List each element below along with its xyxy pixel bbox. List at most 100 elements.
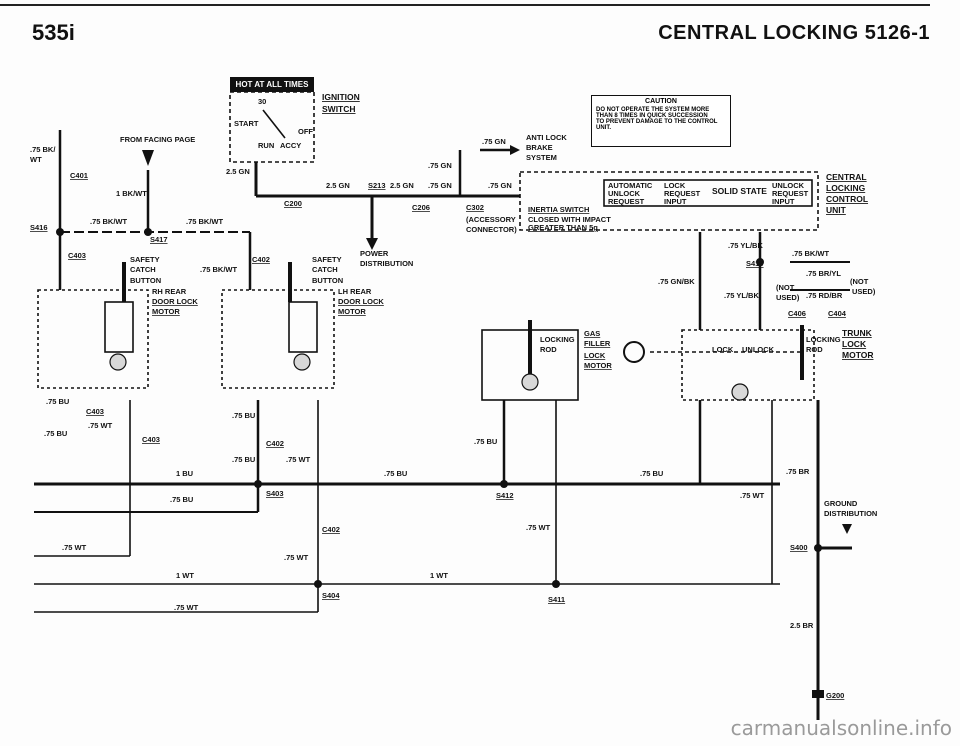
caution-line: UNIT. — [596, 125, 611, 131]
gas-motor-icon — [521, 373, 539, 391]
cu-label: REQUEST — [772, 189, 809, 198]
connector-label: C401 — [70, 171, 88, 180]
ground-g200-label: G200 — [826, 691, 844, 700]
wire-label: .75 BU — [232, 455, 255, 464]
wire-label: .75 GN — [488, 181, 512, 190]
antilock-label: ANTI LOCK — [526, 133, 567, 142]
connector-label: C403 — [86, 407, 104, 416]
cu-label: REQUEST — [608, 197, 645, 206]
splice-label: S400 — [790, 543, 808, 552]
cu-title: UNIT — [826, 205, 847, 215]
connector-label: C402 — [252, 255, 270, 264]
wire-label: .75 WT — [88, 421, 113, 430]
wire-label: .75 BK/ — [30, 145, 56, 154]
hot-at-all-times-badge: HOT AT ALL TIMES — [230, 77, 314, 92]
motor-label: MOTOR — [152, 307, 180, 316]
from-facing-page-arrow — [142, 150, 154, 166]
key-icon — [623, 341, 645, 363]
wire-label: 2.5 GN — [326, 181, 350, 190]
wire-label: .75 BK/WT — [186, 217, 224, 226]
connector-label: C206 — [412, 203, 430, 212]
rod-label: ROD — [540, 345, 557, 354]
caution-line: THAN 8 TIMES IN QUICK SUCCESSION — [596, 113, 708, 119]
ignition-switch-box — [229, 91, 315, 163]
connector-label: C406 — [788, 309, 806, 318]
wire-label: WT — [30, 155, 42, 164]
watermark: carmanualsonline.info — [730, 716, 952, 740]
accy-label: ACCY — [280, 141, 301, 150]
inertia-note: CLOSED WITH IMPACT — [528, 215, 611, 224]
splice-s412 — [500, 480, 508, 488]
lh-rear-label: LH REAR — [338, 287, 372, 296]
wire-label: .75 BU — [170, 495, 193, 504]
wire-label: 1 WT — [176, 571, 194, 580]
splice-label: S403 — [266, 489, 284, 498]
wire-label: .75 BU — [474, 437, 497, 446]
splice-s404 — [314, 580, 322, 588]
inertia-note: GREATER THAN 5g — [528, 223, 598, 232]
connector-label: C302 — [466, 203, 484, 212]
wire-label: .75 BR — [786, 467, 810, 476]
model-label: 535i — [32, 20, 75, 45]
wire-label: 1 BU — [176, 469, 193, 478]
caution-title: CAUTION — [645, 98, 677, 105]
catch-label: CATCH — [312, 265, 338, 274]
connector-note-label: CONNECTOR) — [466, 225, 517, 234]
lh-motor-box — [221, 289, 335, 389]
wire-label: .75 WT — [740, 491, 765, 500]
rh-rear-label: RH REAR — [152, 287, 187, 296]
unlock-label: UNLOCK — [742, 345, 775, 354]
system-label: SYSTEM — [526, 153, 557, 162]
lh-motor-icon — [293, 353, 311, 371]
splice-s411 — [552, 580, 560, 588]
wire-label: .75 BK/WT — [792, 249, 830, 258]
page-title: CENTRAL LOCKING 5126-1 — [658, 22, 930, 44]
safety-label: SAFETY — [312, 255, 342, 264]
wire-label: 2.5 GN — [226, 167, 250, 176]
wire-label: .75 BU — [44, 429, 67, 438]
cu-label: LOCK — [664, 181, 686, 190]
note-label: USED) — [776, 293, 800, 302]
splice-label: S412 — [496, 491, 514, 500]
connector-label: C403 — [142, 435, 160, 444]
note-label: (NOT — [776, 283, 795, 292]
wire-label: .75 YL/BK — [724, 291, 759, 300]
splice-label: S417 — [150, 235, 168, 244]
cu-title: CONTROL — [826, 194, 868, 204]
wire-label: 1 WT — [430, 571, 448, 580]
splice-s410 — [756, 258, 764, 266]
cu-label: SOLID STATE — [712, 186, 767, 196]
cu-title: CENTRAL — [826, 172, 867, 182]
wire-label: .75 WT — [174, 603, 199, 612]
splice-label: S213 — [368, 181, 386, 190]
cu-label: UNLOCK — [772, 181, 805, 190]
cu-title: LOCKING — [826, 183, 866, 193]
run-label: RUN — [258, 141, 274, 150]
splice-label: S410 — [746, 259, 764, 268]
wire-label: .75 BU — [232, 411, 255, 420]
wire-label: 2.5 BR — [790, 621, 814, 630]
caution-line: DO NOT OPERATE THE SYSTEM MORE — [596, 107, 710, 113]
splice-label: S416 — [30, 223, 48, 232]
antilock-arrow — [510, 145, 520, 155]
button-label: BUTTON — [130, 276, 161, 285]
wire-label: .75 WT — [286, 455, 311, 464]
wire-label: 1 BK/WT — [116, 189, 147, 198]
wire-label: .75 BU — [384, 469, 407, 478]
filler-label: FILLER — [584, 339, 611, 348]
note-label: (NOT — [850, 277, 869, 286]
wire-label: .75 WT — [284, 553, 309, 562]
connector-label: C200 — [284, 199, 302, 208]
door-lock-label: DOOR LOCK — [152, 297, 198, 306]
wire-label: .75 GN — [428, 181, 452, 190]
brake-label: BRAKE — [526, 143, 553, 152]
cu-label: UNLOCK — [608, 189, 641, 198]
start-label: START — [234, 119, 259, 128]
gas-label: GAS — [584, 329, 600, 338]
splice-s417 — [144, 228, 152, 236]
cu-label: AUTOMATIC — [608, 181, 653, 190]
rh-motor-box — [37, 289, 149, 389]
wire-label: .75 BK/WT — [200, 265, 238, 274]
